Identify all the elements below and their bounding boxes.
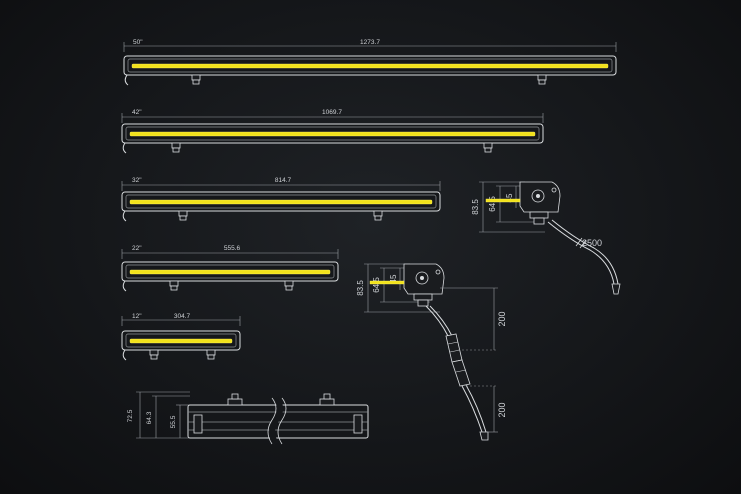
bar-12-mount-left (149, 349, 159, 360)
bar-42-length-label: 1069.7 (322, 109, 342, 116)
bar-42-size-label: 42" (132, 109, 142, 116)
bracket-center-height-45: 45 (389, 274, 398, 283)
light-bar-12: 12" 304.7 (121, 313, 241, 361)
bracket-center-height-83-5: 83.5 (356, 280, 365, 296)
bracket-center-led (369, 280, 405, 285)
bar-22-mount-left (169, 280, 179, 291)
bar-12-mount-right (206, 349, 216, 360)
bar-12-led-strip (129, 338, 233, 344)
light-bar-42: 42" 1069.7 (121, 109, 544, 154)
light-bar-50: 50" 1273.7 (123, 39, 617, 86)
bracket-center-cable-200-a: 200 (497, 311, 507, 326)
bracket-right-height-64-5: 64.5 (488, 196, 497, 212)
bracket-right-cable-length: 2500 (582, 238, 602, 248)
break-line (269, 396, 283, 446)
bracket-right-height-45: 45 (505, 193, 514, 202)
bracket-right-height-83-5: 83.5 (471, 199, 480, 215)
bar-32-mount-right (373, 210, 383, 221)
section-height-72-5: 72.5 (127, 409, 134, 422)
bar-50-length-label: 1273.7 (360, 39, 380, 46)
bar-32-length-label: 814.7 (275, 177, 292, 184)
bar-50-mount-right (537, 74, 547, 85)
bar-32-led-strip (129, 199, 433, 205)
bracket-right-led (485, 198, 521, 203)
bar-50-led-strip (131, 63, 609, 69)
bar-50-mount-left (191, 74, 201, 85)
bar-12-length-label: 304.7 (174, 313, 191, 320)
light-bar-22: 22" 555.6 (121, 245, 339, 292)
bracket-center-height-64-5: 64.5 (372, 277, 381, 293)
bar-22-led-strip (129, 269, 331, 275)
bar-42-mount-left (171, 142, 181, 153)
bar-22-mount-right (284, 280, 294, 291)
bar-32-size-label: 32" (132, 177, 142, 184)
section-height-64-3: 64.3 (146, 411, 153, 424)
section-height-55-5: 55.5 (170, 415, 177, 428)
light-bar-32: 32" 814.7 (121, 177, 441, 222)
bar-12-size-label: 12" (132, 313, 142, 320)
section-view: 72.5 64.3 55.5 (127, 391, 369, 446)
bar-50-size-label: 50" (133, 39, 143, 46)
bar-22-size-label: 22" (132, 245, 142, 252)
bar-42-led-strip (129, 131, 536, 137)
bracket-detail-center: 83.5 64.5 45 200 200 (356, 263, 507, 441)
bracket-center-cable-200-b: 200 (497, 402, 507, 417)
bar-22-length-label: 555.6 (224, 245, 241, 252)
bracket-detail-right: 83.5 64.5 45 2500 (471, 181, 621, 295)
bar-32-mount-left (178, 210, 188, 221)
bar-42-mount-right (483, 142, 493, 153)
